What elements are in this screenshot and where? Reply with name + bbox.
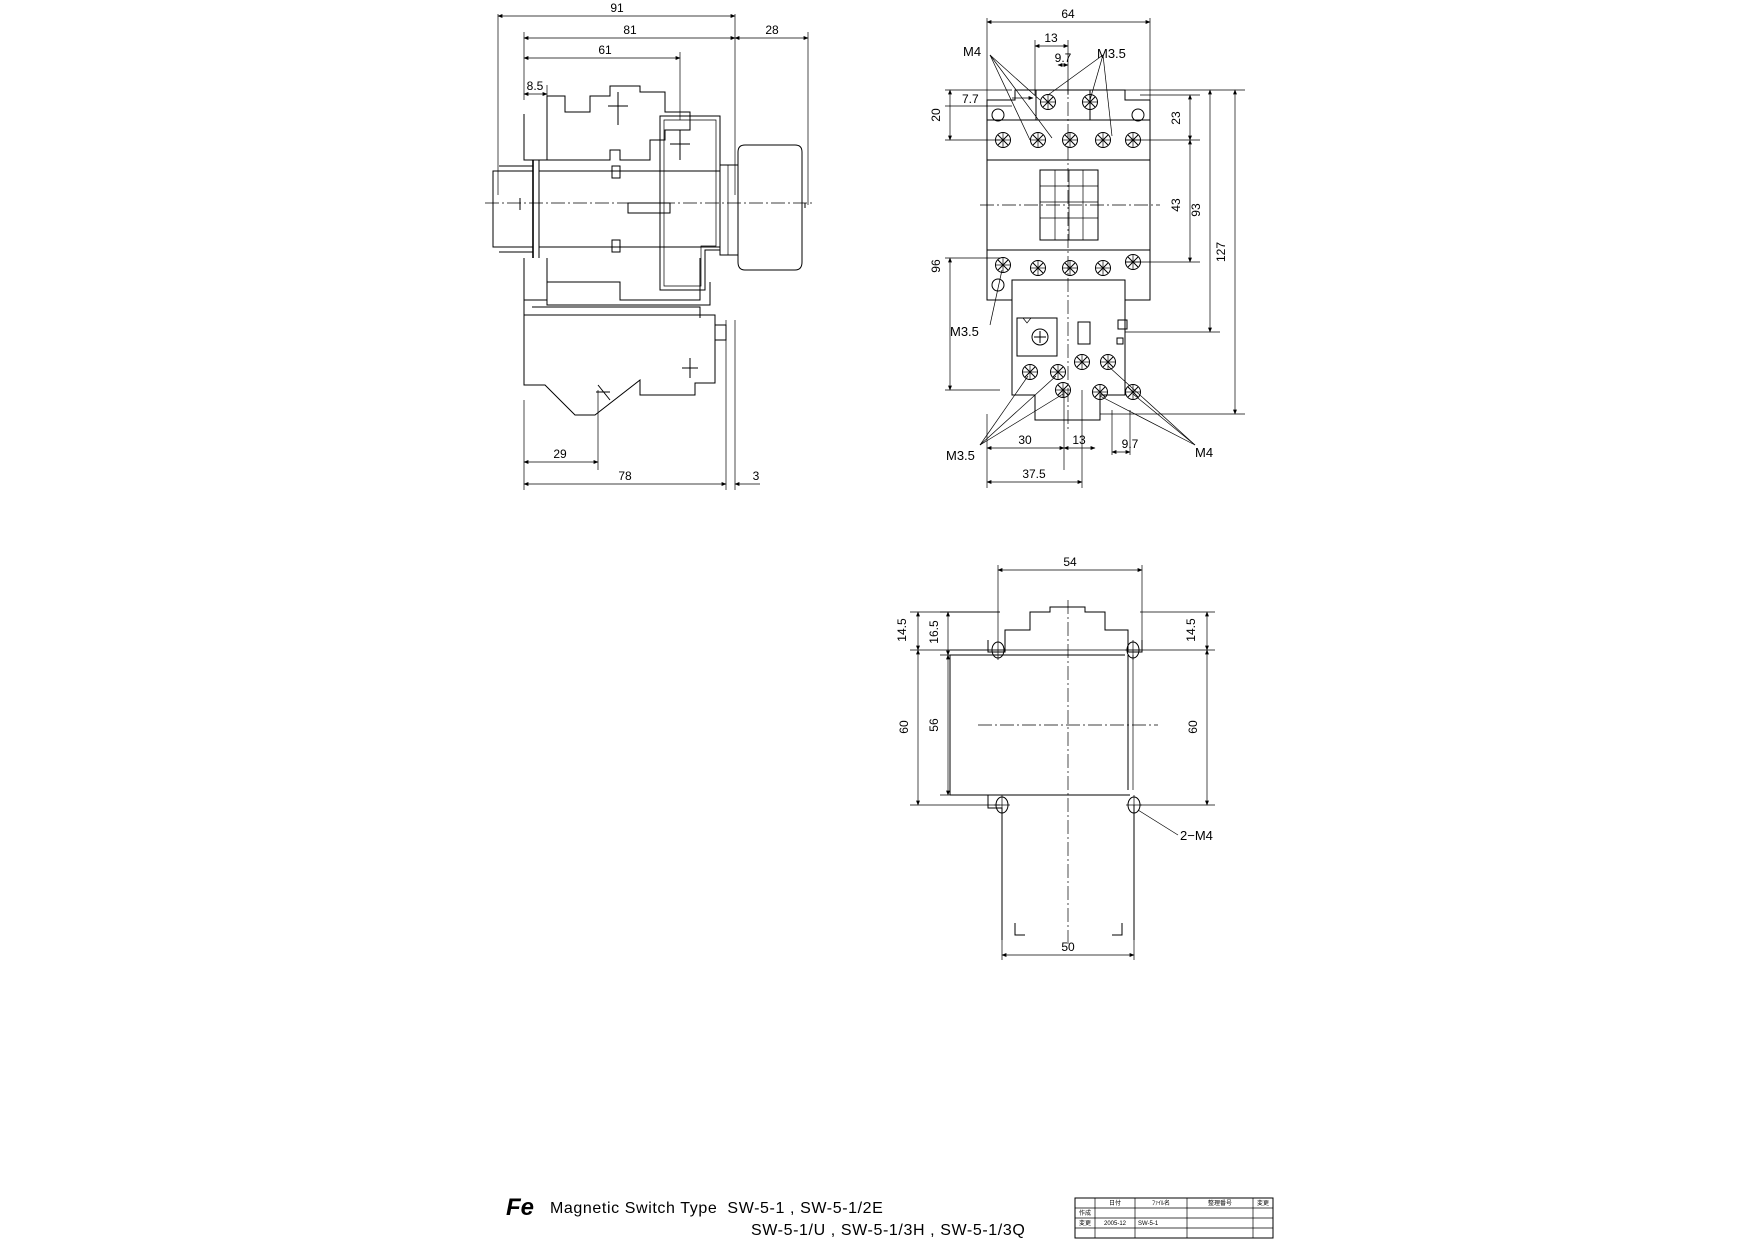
dim-61: 61 (598, 43, 612, 57)
dim-16-5: 16.5 (927, 620, 941, 644)
label-m35-bottom: M3.5 (946, 448, 975, 463)
title-block: Fe Magnetic Switch Type SW-5-1 , SW-5-1/… (506, 1194, 1274, 1239)
dim-93: 93 (1189, 203, 1203, 217)
fuji-logo: Fe (506, 1194, 534, 1221)
dim-91: 91 (610, 1, 624, 15)
dim-64: 64 (1061, 7, 1075, 21)
front-dimensions: 64 13 9.7 7.7 20 96 23 43 (929, 7, 1245, 488)
dim-60-right: 60 (1186, 720, 1200, 734)
dim-28: 28 (765, 23, 779, 37)
dim-43: 43 (1169, 198, 1183, 212)
dim-50: 50 (1061, 940, 1075, 954)
dim-23: 23 (1169, 111, 1183, 125)
front-view: 64 13 9.7 7.7 20 96 23 43 (929, 7, 1245, 488)
front-body (979, 54, 1196, 446)
mount-body: 2−M4 (949, 600, 1213, 945)
dim-13-top: 13 (1044, 31, 1058, 45)
dim-13-bottom: 13 (1072, 433, 1086, 447)
dim-56: 56 (927, 718, 941, 732)
table-row-1-file: SW-5-1 (1138, 1221, 1159, 1227)
side-view: 91 81 28 61 8.5 29 78 3 (485, 1, 815, 490)
dim-81: 81 (623, 23, 637, 37)
dim-60-left: 60 (897, 720, 911, 734)
dim-37-5: 37.5 (1022, 467, 1046, 481)
revision-table: 日付 ﾌｧｲﾙ名 整理番号 変更 作成 変更 2005-12 SW-5-1 (1074, 1197, 1274, 1239)
side-body (485, 85, 815, 416)
mount-view: 54 14.5 60 16.5 56 14.5 60 5 (895, 555, 1215, 960)
dim-20: 20 (929, 108, 943, 122)
front-labels: M4 M3.5 M3.5 M3.5 M4 (946, 44, 1213, 463)
table-header-1: ﾌｧｲﾙ名 (1152, 1199, 1170, 1207)
table-row-1-date: 2005-12 (1104, 1221, 1127, 1227)
dim-14-5-left: 14.5 (895, 618, 909, 642)
dim-8-5: 8.5 (527, 79, 544, 93)
table-header-0: 日付 (1109, 1199, 1121, 1207)
dim-9-7-bottom: 9.7 (1122, 437, 1139, 451)
table-header-3: 変更 (1257, 1199, 1269, 1207)
label-m4-bottom: M4 (1195, 445, 1213, 460)
dim-3: 3 (753, 469, 760, 483)
table-row-1-label: 変更 (1079, 1219, 1091, 1227)
dim-54: 54 (1063, 555, 1077, 569)
dim-127: 127 (1214, 242, 1228, 262)
title-line-1: Magnetic Switch Type SW-5-1 , SW-5-1/2E (550, 1200, 883, 1217)
dim-14-5-right: 14.5 (1184, 618, 1198, 642)
table-row-0-label: 作成 (1079, 1209, 1091, 1217)
dim-7-7: 7.7 (962, 92, 979, 106)
mount-dimensions: 54 14.5 60 16.5 56 14.5 60 5 (895, 555, 1215, 960)
dim-29: 29 (553, 447, 567, 461)
title-line-2: SW-5-1/U , SW-5-1/3H , SW-5-1/3Q (751, 1222, 1025, 1239)
dim-96: 96 (929, 259, 943, 273)
table-header-2: 整理番号 (1208, 1199, 1232, 1207)
dim-30: 30 (1018, 433, 1032, 447)
label-m4-top: M4 (963, 44, 981, 59)
dim-78: 78 (618, 469, 632, 483)
label-m35-left: M3.5 (950, 324, 979, 339)
side-dimensions: 91 81 28 61 8.5 29 78 3 (497, 1, 809, 490)
dim-9-7-top: 9.7 (1055, 51, 1072, 65)
label-2-m4: 2−M4 (1180, 828, 1213, 843)
label-m35-top: M3.5 (1097, 46, 1126, 61)
